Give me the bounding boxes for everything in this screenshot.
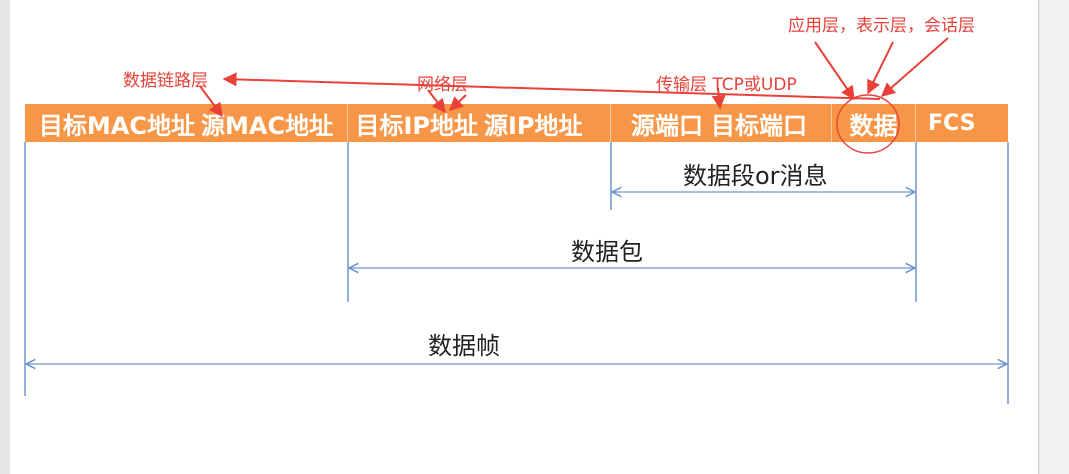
data-highlight-circle xyxy=(836,94,900,154)
field-data: 数据 xyxy=(832,104,916,142)
arrow-network-to-ip-1 xyxy=(427,89,446,114)
arrow-transport-to-ports xyxy=(711,87,726,110)
arrow-network-to-ip-2 xyxy=(448,94,467,111)
page-margin-line xyxy=(1038,0,1039,474)
field-dest-mac: 目标MAC地址 xyxy=(25,104,197,142)
field-dest-ip: 目标IP地址 xyxy=(348,104,480,142)
arrow-data-to-datalink xyxy=(222,72,881,100)
label-data-link-layer: 数据链路层 xyxy=(123,71,208,91)
label-packet: 数据包 xyxy=(571,238,643,266)
label-frame: 数据帧 xyxy=(428,332,500,360)
label-segment: 数据段or消息 xyxy=(683,162,828,190)
arrow-datalink-to-mac xyxy=(199,85,223,118)
field-src-ip: 源IP地址 xyxy=(480,104,611,142)
label-transport-layer: 传输层 TCP或UDP xyxy=(656,75,797,95)
label-app-layers: 应用层，表示层，会话层 xyxy=(788,16,975,36)
label-network-layer: 网络层 xyxy=(417,75,468,95)
field-fcs: FCS xyxy=(916,104,1008,142)
field-src-port: 源端口 xyxy=(611,104,707,142)
arrow-app-to-data-1 xyxy=(814,41,855,101)
page-edge xyxy=(1040,0,1069,474)
document-page xyxy=(10,0,1038,474)
arrow-app-to-data-3 xyxy=(880,37,949,97)
field-dest-port: 目标端口 xyxy=(707,104,832,142)
arrow-app-to-data-2 xyxy=(867,41,894,95)
